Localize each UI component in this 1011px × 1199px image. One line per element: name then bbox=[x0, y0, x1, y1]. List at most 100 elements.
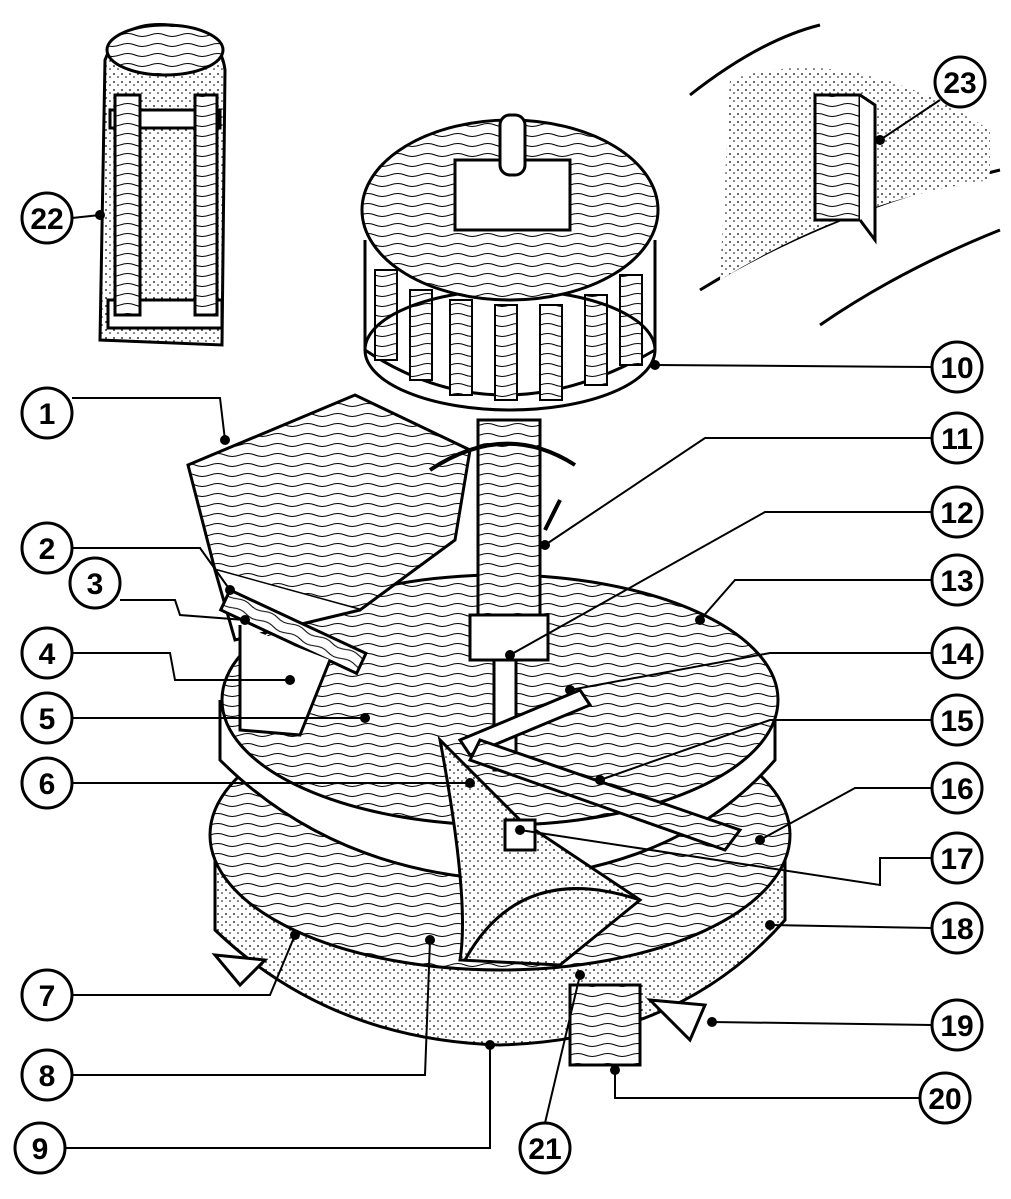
leader-dot bbox=[465, 778, 475, 788]
callout-number: 18 bbox=[940, 913, 973, 946]
leader-dot bbox=[575, 970, 585, 980]
callout-15: 15 bbox=[595, 693, 984, 785]
callout-number: 15 bbox=[940, 705, 973, 738]
callout-circle bbox=[918, 1071, 972, 1125]
callout-10: 10 bbox=[650, 340, 984, 394]
leader-line bbox=[879, 99, 941, 141]
callout-2: 2 bbox=[20, 521, 235, 595]
callout-number: 5 bbox=[39, 703, 56, 736]
leader-dot bbox=[565, 685, 575, 695]
callout-circle bbox=[930, 901, 984, 955]
leader-dot bbox=[650, 360, 660, 370]
leader-dot bbox=[875, 135, 885, 145]
callout-number: 7 bbox=[39, 980, 56, 1013]
callout-circle bbox=[930, 626, 984, 680]
callout-circle bbox=[20, 521, 74, 575]
leader-line bbox=[614, 1070, 920, 1099]
leader-dot bbox=[290, 930, 300, 940]
callout-number: 4 bbox=[39, 638, 56, 671]
leader-line bbox=[120, 599, 246, 621]
hopper bbox=[186, 393, 472, 737]
callout-circle bbox=[518, 1121, 572, 1175]
leader-line bbox=[711, 1021, 933, 1026]
callout-number: 16 bbox=[940, 773, 973, 806]
callout-number: 22 bbox=[30, 203, 63, 236]
callout-number: 2 bbox=[39, 533, 56, 566]
callout-circle bbox=[933, 55, 987, 109]
callout-circle bbox=[930, 831, 984, 885]
callout-number: 12 bbox=[940, 497, 973, 530]
callout-number: 10 bbox=[940, 352, 973, 385]
leader-dot bbox=[220, 435, 230, 445]
leader-line bbox=[544, 974, 581, 1124]
leader-dot bbox=[755, 835, 765, 845]
callout-number: 13 bbox=[940, 565, 973, 598]
callout-14: 14 bbox=[565, 626, 984, 695]
leader-dot bbox=[505, 650, 515, 660]
callout-circle bbox=[930, 411, 984, 465]
leader-dot bbox=[285, 675, 295, 685]
leader-line bbox=[699, 579, 932, 621]
leader-dot bbox=[515, 825, 525, 835]
callout-12: 12 bbox=[505, 485, 984, 660]
leader-dot bbox=[225, 585, 235, 595]
callout-circle bbox=[930, 693, 984, 747]
leader-dot bbox=[95, 210, 105, 220]
callout-circle bbox=[20, 191, 74, 245]
leader-dot bbox=[610, 1065, 620, 1075]
rynd bbox=[457, 688, 743, 852]
leader-line bbox=[599, 719, 932, 781]
leader-line bbox=[569, 652, 932, 691]
callout-1: 1 bbox=[20, 386, 230, 445]
leader-line bbox=[544, 437, 932, 546]
callout-20: 20 bbox=[610, 1065, 972, 1125]
callout-circle bbox=[20, 386, 74, 440]
callout-3: 3 bbox=[68, 556, 250, 625]
callout-number: 23 bbox=[943, 67, 976, 100]
leader-line bbox=[759, 787, 932, 841]
leader-line bbox=[72, 652, 290, 681]
callout-number: 1 bbox=[39, 398, 56, 431]
callout-circle bbox=[930, 485, 984, 539]
callout-number: 17 bbox=[940, 843, 973, 876]
callout-6: 6 bbox=[20, 756, 475, 810]
leader-line bbox=[72, 547, 231, 591]
leader-dot bbox=[595, 775, 605, 785]
callout-4: 4 bbox=[20, 626, 295, 685]
leader-dot bbox=[707, 1017, 717, 1027]
leader-line bbox=[769, 924, 933, 929]
callout-number: 6 bbox=[39, 768, 56, 801]
post-detail bbox=[98, 22, 227, 347]
callout-13: 13 bbox=[695, 553, 984, 625]
callout-circle bbox=[20, 626, 74, 680]
callout-circle bbox=[20, 756, 74, 810]
callout-19: 19 bbox=[707, 998, 984, 1052]
lantern-wheel bbox=[360, 113, 660, 412]
callout-7: 7 bbox=[20, 930, 300, 1022]
callout-circle bbox=[930, 553, 984, 607]
leader-line bbox=[72, 939, 431, 1076]
leader-line bbox=[72, 397, 226, 441]
callout-11: 11 bbox=[540, 411, 984, 550]
callout-circle bbox=[930, 998, 984, 1052]
callout-number: 11 bbox=[941, 423, 973, 456]
callout-circle bbox=[930, 761, 984, 815]
callout-circle bbox=[20, 968, 74, 1022]
leader-dot bbox=[765, 920, 775, 930]
leader-dot bbox=[425, 935, 435, 945]
callout-circle bbox=[20, 1048, 74, 1102]
leader-line bbox=[72, 934, 296, 996]
leader-line bbox=[654, 364, 933, 368]
callout-21: 21 bbox=[518, 970, 585, 1175]
callout-number: 14 bbox=[940, 638, 974, 671]
callout-number: 21 bbox=[528, 1133, 561, 1166]
leader-line bbox=[509, 511, 932, 656]
callout-circle bbox=[13, 1121, 67, 1175]
callout-circle bbox=[930, 340, 984, 394]
callout-16: 16 bbox=[755, 761, 984, 845]
callout-number: 9 bbox=[32, 1133, 49, 1166]
callout-18: 18 bbox=[765, 901, 984, 955]
